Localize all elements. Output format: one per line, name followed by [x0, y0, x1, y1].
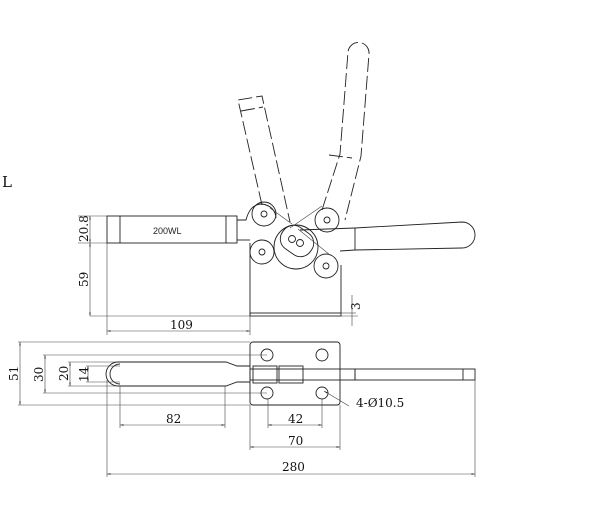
- clamp-arm-top: [105, 361, 250, 387]
- mount-hole: [315, 348, 329, 362]
- base-plate: [249, 312, 342, 317]
- dim-body-length: 109: [170, 318, 193, 332]
- top-view: 51 30 20 14 82 42 70 280 4-Ø10.5: [7, 341, 476, 477]
- mount-hole: [315, 386, 329, 400]
- model-label: 200WL: [153, 226, 182, 236]
- handle-top: [354, 368, 476, 381]
- handle-open: [321, 42, 370, 221]
- handle-closed: [299, 221, 476, 252]
- dim-base-width: 51: [7, 366, 21, 381]
- dim-slot-width: 14: [77, 366, 91, 382]
- dim-base-length: 70: [288, 434, 303, 448]
- dim-bar-height: 20.8: [77, 215, 91, 242]
- clamp-bar: [106, 215, 238, 244]
- hole-callout: 4-Ø10.5: [356, 396, 404, 410]
- dim-body-height: 59: [77, 272, 91, 287]
- dim-overall-length: 280: [282, 460, 305, 474]
- side-view: 200WL 20.8 59 109: [77, 42, 476, 335]
- dim-base-thickness: 3: [349, 302, 363, 310]
- dim-handle-width: 20: [57, 366, 71, 381]
- handle-tilted: [237, 95, 291, 223]
- dim-slot-length: 82: [166, 412, 181, 426]
- corner-letter: L: [2, 173, 12, 191]
- dim-hole-spacing-y: 30: [32, 367, 46, 382]
- dim-hole-spacing-x: 42: [288, 412, 303, 426]
